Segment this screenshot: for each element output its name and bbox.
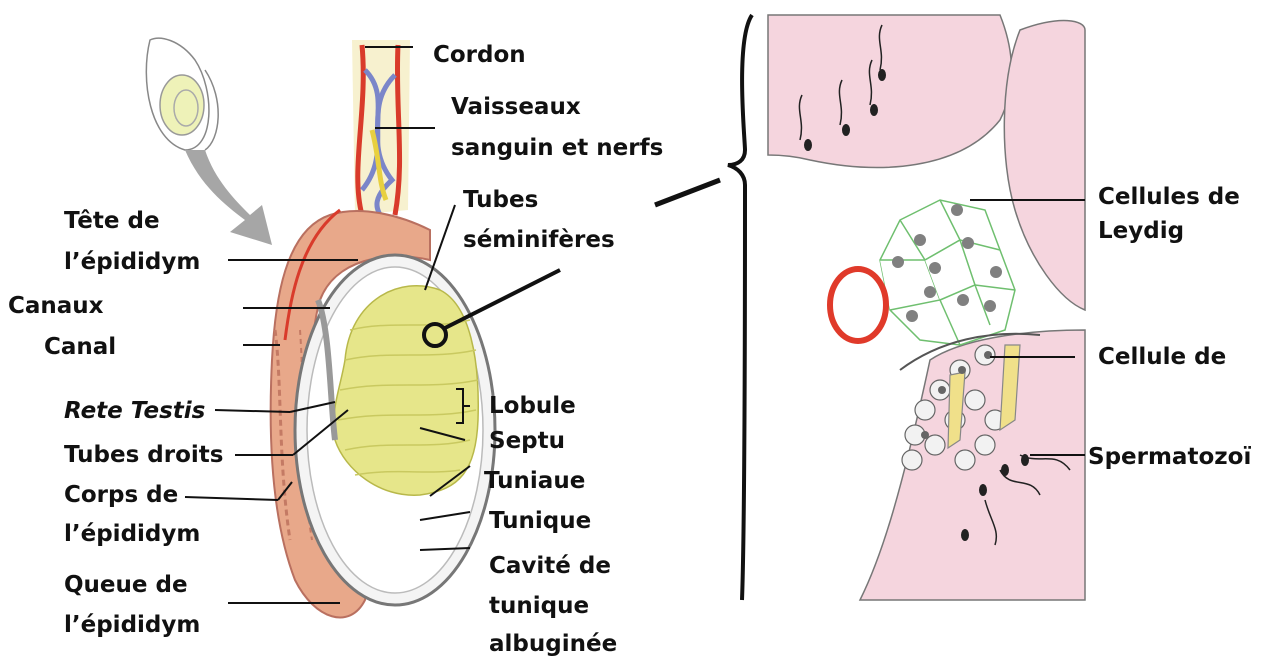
label-tuniaue: Tuniaue: [484, 470, 585, 493]
label-tete: Tête de: [64, 210, 160, 233]
capillary: [830, 269, 886, 341]
label-tubes: Tubes: [463, 189, 538, 212]
label-cavite-3: albuginée: [489, 633, 617, 656]
label-cavite-2: tunique: [489, 595, 589, 618]
label-septu: Septu: [489, 430, 565, 453]
label-tubes-droits: Tubes droits: [64, 444, 223, 467]
magnified-tissue: [768, 15, 1085, 600]
label-cellule-de: Cellule de: [1098, 346, 1226, 369]
label-canaux: Canaux: [8, 295, 104, 318]
label-spermatozoi: Spermatozoï: [1088, 446, 1251, 469]
label-queue-2: l’épididym: [64, 614, 200, 637]
label-vaisseaux-2: sanguin et nerfs: [451, 137, 663, 160]
label-cavite: Cavité de: [489, 555, 611, 578]
scrotum-sketch: [146, 38, 218, 150]
zoom-brace: [728, 15, 752, 600]
label-vaisseaux: Vaisseaux: [451, 96, 581, 119]
label-canal: Canal: [44, 336, 116, 359]
label-leydig-2: Leydig: [1098, 220, 1184, 243]
label-queue: Queue de: [64, 574, 188, 597]
label-rete-testis: Rete Testis: [64, 400, 205, 423]
label-corps-2: l’épididym: [64, 523, 200, 546]
label-corps: Corps de: [64, 484, 178, 507]
zoom-arrow: [185, 150, 272, 245]
label-tunique: Tunique: [489, 510, 591, 533]
label-tete-2: l’épididym: [64, 251, 200, 274]
label-lobule: Lobule: [489, 395, 576, 418]
label-leydig: Cellules de: [1098, 186, 1240, 209]
label-cordon: Cordon: [433, 44, 526, 67]
label-tubes-2: séminifères: [463, 229, 615, 252]
